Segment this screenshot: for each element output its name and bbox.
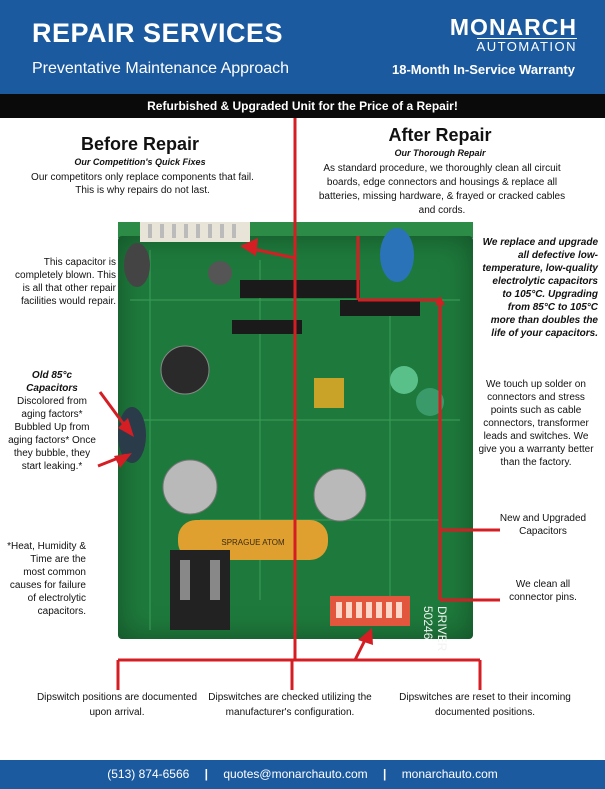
capacitor-new <box>416 388 444 416</box>
after-repair-title: After Repair <box>388 125 492 145</box>
board-part-number: 50246 <box>421 606 435 640</box>
ic-chip <box>232 320 302 334</box>
annotation-arrows <box>97 118 500 690</box>
warranty-text: 18-Month In-Service Warranty <box>391 62 575 77</box>
arrow-heads <box>114 238 445 645</box>
before-repair-subtitle: Our Competition's Quick Fixes <box>74 157 206 167</box>
note-capacitor-blown: This capacitor is completely blown. This… <box>15 257 116 307</box>
footer-contact: (513) 874-6566 | quotes@monarchauto.com … <box>0 760 605 789</box>
note-dipswitch-documented: Dipswitch positions are documented upon … <box>36 692 198 718</box>
relay-component <box>314 378 344 408</box>
note-clean-pins: We clean all connector pins. <box>509 579 577 603</box>
capacitor <box>208 261 232 285</box>
footer-separator: | <box>382 767 387 781</box>
note-old-capacitors: Old 85°c Capacitors Discolored from agin… <box>6 369 98 473</box>
footer-phone[interactable]: (513) 874-6566 <box>107 767 190 781</box>
note-new-capacitors: New and Upgraded Capacitors <box>499 513 587 537</box>
note-dipswitch-checked: Dipswitches are checked utilizing the ma… <box>208 692 372 718</box>
capacitor-large <box>160 345 210 395</box>
after-repair-description: As standard procedure, we thoroughly cle… <box>318 163 566 216</box>
after-repair-subtitle: Our Thorough Repair <box>394 148 486 158</box>
ic-chip <box>240 280 360 298</box>
capacitor <box>124 243 150 287</box>
orange-cap-label: SPRAGUE ATOM <box>221 538 285 547</box>
page-subtitle: Preventative Maintenance Approach <box>32 60 290 77</box>
note-solder-touchup: We touch up solder on connectors and str… <box>478 379 594 468</box>
power-transistor <box>162 459 218 515</box>
note-upgrade-capacitors: We replace and upgrade all defective low… <box>482 237 598 339</box>
header: REPAIR SERVICES Preventative Maintenance… <box>0 0 605 94</box>
page-title: REPAIR SERVICES <box>32 18 284 48</box>
footer-website[interactable]: monarchauto.com <box>401 767 498 781</box>
promo-banner: Refurbished & Upgraded Unit for the Pric… <box>0 94 605 118</box>
note-heat-humidity: *Heat, Humidity & Time are the most comm… <box>7 541 86 617</box>
board-driver-label: DRIVER <box>435 606 449 652</box>
connector-pins <box>148 224 236 238</box>
ic-chip <box>340 300 420 316</box>
capacitor-new <box>390 366 418 394</box>
logo-monarch: MONARCH <box>449 14 577 40</box>
footer-email[interactable]: quotes@monarchauto.com <box>223 767 368 781</box>
before-repair-description: Our competitors only replace components … <box>31 172 254 196</box>
footer-separator: | <box>204 767 209 781</box>
old-capacitors-title: Old 85°c Capacitors <box>26 370 78 394</box>
logo-automation: AUTOMATION <box>476 38 577 54</box>
old-capacitors-body: Discolored from aging factors* Bubbled U… <box>8 396 96 472</box>
power-plug <box>170 550 230 630</box>
power-transistor <box>313 468 367 522</box>
capacitor-new <box>380 228 414 282</box>
before-repair-title: Before Repair <box>80 134 200 154</box>
note-dipswitch-reset: Dipswitches are reset to their incoming … <box>399 692 571 718</box>
